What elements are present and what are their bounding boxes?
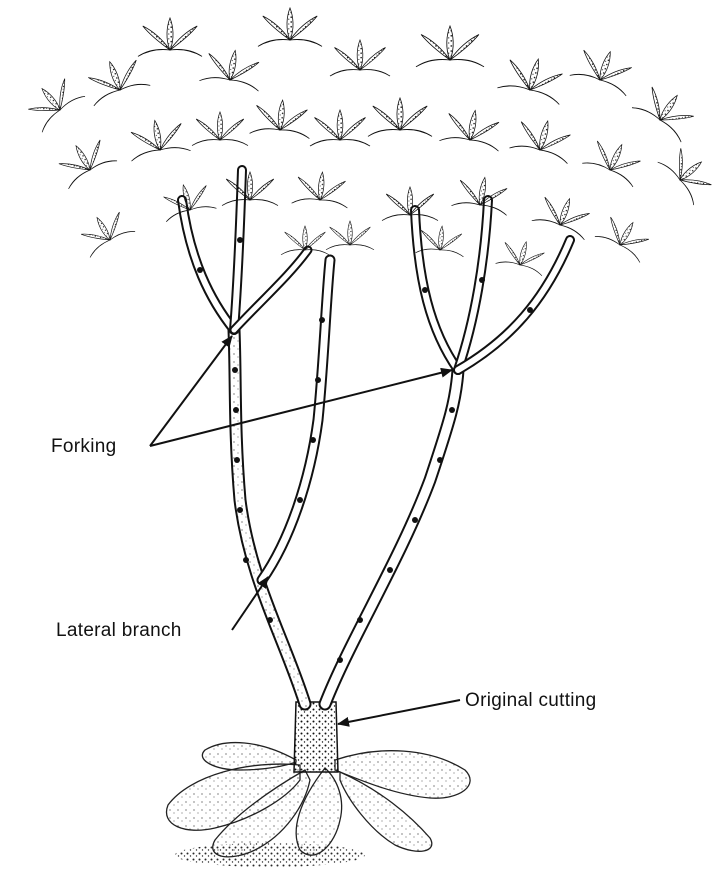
leaf-scars bbox=[197, 237, 533, 663]
forking-arrow-right bbox=[150, 370, 452, 446]
label-original-cutting: Original cutting bbox=[465, 690, 597, 712]
palmate-leaf-cluster-icon bbox=[21, 8, 720, 276]
original-cutting-arrow bbox=[338, 700, 460, 724]
original-cutting bbox=[294, 702, 338, 772]
stem-lateral-branch bbox=[262, 260, 330, 580]
forking-arrow-left bbox=[150, 336, 232, 446]
label-forking: Forking bbox=[51, 436, 116, 458]
label-lateral-branch: Lateral branch bbox=[56, 620, 182, 642]
stem-main-right bbox=[325, 370, 458, 704]
